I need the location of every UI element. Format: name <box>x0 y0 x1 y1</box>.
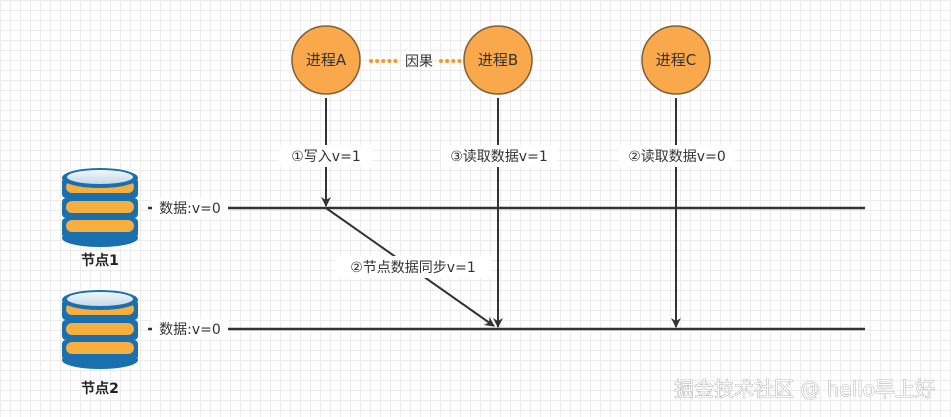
sync-op-label: ②节点数据同步v=1 <box>350 260 475 276</box>
write-op-label: ①写入v=1 <box>291 149 360 165</box>
watermark: 掘金技术社区 @ hello早上好 <box>674 377 935 401</box>
node1-data-label: 数据:v=0 <box>159 201 221 217</box>
c-read-op-label: ②读取数据v=0 <box>628 148 725 165</box>
process-b-label: 进程B <box>478 51 518 69</box>
process-c: 进程C <box>641 25 711 95</box>
node2-name: 节点2 <box>81 380 119 397</box>
causal-label: 因果 <box>405 54 433 70</box>
node2-data-label: 数据:v=0 <box>159 322 221 338</box>
process-c-label: 进程C <box>656 51 696 69</box>
node1-name: 节点1 <box>81 252 119 269</box>
process-a: 进程A <box>291 25 361 95</box>
b-read-op-label: ③读取数据v=1 <box>450 148 547 165</box>
database-icon <box>62 168 138 247</box>
database-icon <box>62 290 138 369</box>
process-b: 进程B <box>463 25 533 95</box>
process-a-label: 进程A <box>306 51 347 69</box>
